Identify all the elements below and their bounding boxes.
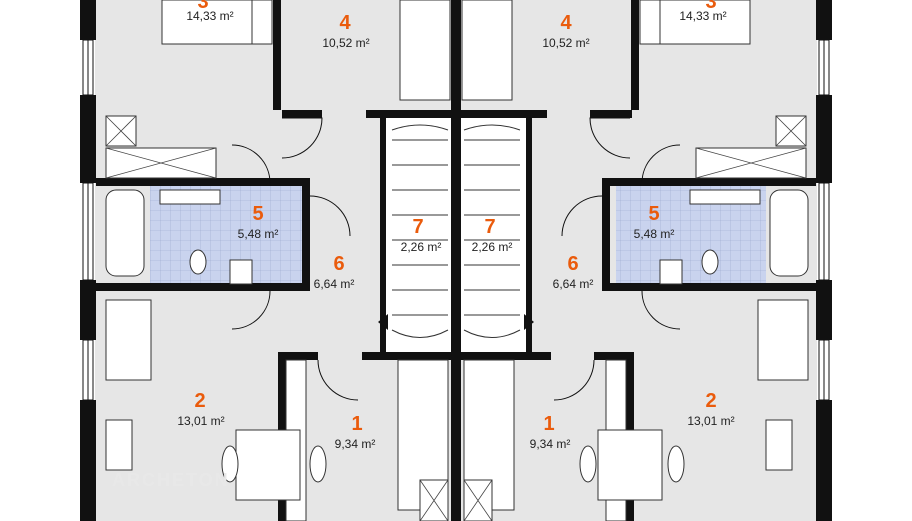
room-3-left-area: 14,33 m² — [186, 9, 233, 23]
furniture — [105, 0, 809, 521]
room-2-right-area: 13,01 m² — [687, 414, 734, 428]
room-1-left-area: 9,34 m² — [335, 437, 376, 451]
room-6-left-number: 6 — [333, 253, 344, 275]
room-4-right-number: 4 — [560, 12, 572, 34]
room-6-right-area: 6,64 m² — [553, 277, 594, 291]
room-1-right-number: 1 — [543, 413, 554, 435]
door-swings — [231, 117, 681, 401]
room-4-left-number: 4 — [339, 12, 351, 34]
room-1-left-number: 1 — [351, 413, 362, 435]
room-7-right-area: 2,26 m² — [472, 240, 513, 254]
room-2-left-number: 2 — [194, 390, 205, 412]
room-7-left-area: 2,26 m² — [401, 240, 442, 254]
room-2-left-area: 13,01 m² — [177, 414, 224, 428]
room-6-right-number: 6 — [567, 253, 578, 275]
room-6-left-area: 6,64 m² — [314, 277, 355, 291]
room-labels: 3 14,33 m² 4 10,52 m² 4 10,52 m² 3 14,33… — [177, 0, 734, 451]
stair-arrows — [378, 314, 534, 330]
room-3-right-number: 3 — [705, 0, 716, 13]
room-7-left-number: 7 — [412, 216, 423, 238]
room-5-right-number: 5 — [648, 203, 659, 225]
room-3-left-number: 3 — [197, 0, 208, 13]
wardrobe-marks — [105, 115, 807, 521]
windows — [82, 39, 830, 401]
room-5-left-number: 5 — [252, 203, 263, 225]
room-4-left-area: 10,52 m² — [322, 36, 369, 50]
room-4-right-area: 10,52 m² — [542, 36, 589, 50]
stairs — [391, 124, 521, 338]
room-5-right-area: 5,48 m² — [634, 227, 675, 241]
room-2-right-number: 2 — [705, 390, 716, 412]
room-7-right-number: 7 — [484, 216, 495, 238]
watermark: ARCHETON — [112, 470, 230, 490]
room-3-right-area: 14,33 m² — [679, 9, 726, 23]
room-5-left-area: 5,48 m² — [238, 227, 279, 241]
room-1-right-area: 9,34 m² — [530, 437, 571, 451]
exterior-walls — [80, 0, 832, 521]
